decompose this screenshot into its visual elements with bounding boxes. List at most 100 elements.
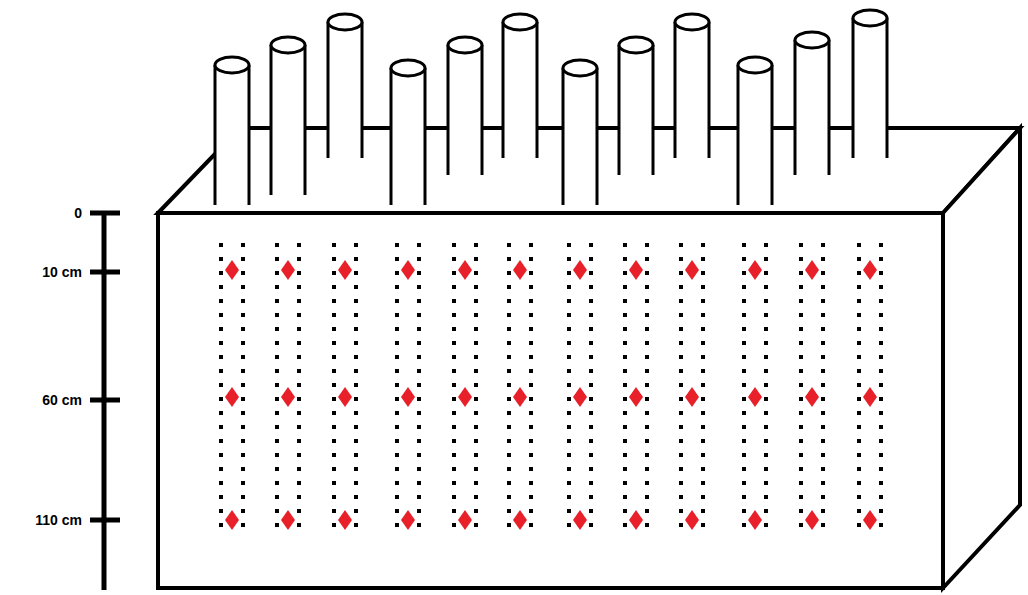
sensor-dot [567, 285, 571, 289]
sensor-dot [679, 523, 683, 527]
sensor-dot [857, 285, 861, 289]
tube-body [795, 40, 829, 175]
sensor-dot [332, 509, 336, 513]
sensor-dot [507, 243, 511, 247]
sensor-dot [395, 299, 399, 303]
sensor-dot [354, 439, 358, 443]
sensor-dot [679, 397, 683, 401]
sensor-dot [567, 299, 571, 303]
sensor-dot [529, 243, 533, 247]
sensor-dot [879, 509, 883, 513]
sample-point [685, 260, 699, 280]
sensor-dot [879, 411, 883, 415]
sensor-dot [297, 411, 301, 415]
sensor-dot [589, 243, 593, 247]
tube-body [503, 22, 537, 158]
tube-body [853, 18, 887, 158]
sensor-dot [275, 425, 279, 429]
sensor-dot [529, 271, 533, 275]
sensor-dot [645, 355, 649, 359]
sensor-dot [297, 327, 301, 331]
sensor-dot [395, 313, 399, 317]
sensor-dot [679, 313, 683, 317]
sensor-dot [332, 341, 336, 345]
tube-body [328, 22, 362, 158]
sensor-dot [567, 453, 571, 457]
sensor-dot [857, 313, 861, 317]
sensor-dot [857, 397, 861, 401]
sensor-dot [417, 285, 421, 289]
sensor-dot [219, 327, 223, 331]
sensor-dot [354, 257, 358, 261]
sensor-dot [354, 327, 358, 331]
sensor-dot [417, 467, 421, 471]
sensor-dot [799, 481, 803, 485]
sensor-dot [507, 481, 511, 485]
sensor-dot [417, 341, 421, 345]
sensor-dot [474, 313, 478, 317]
sensor-dot [645, 523, 649, 527]
sensor-dot [701, 495, 705, 499]
sensor-dot [701, 369, 705, 373]
sensor-dot [241, 453, 245, 457]
sensor-dot [417, 313, 421, 317]
sensor-dot [821, 397, 825, 401]
sensor-dot [219, 271, 223, 275]
sensor-dot [623, 327, 627, 331]
sample-point [513, 260, 527, 280]
sensor-dot [857, 509, 861, 513]
sensor-dot [507, 341, 511, 345]
sensor-dot [507, 495, 511, 499]
sensor-dot [529, 313, 533, 317]
tube-opening [215, 57, 249, 73]
sensor-dot [821, 439, 825, 443]
sensor-dot [529, 481, 533, 485]
sensor-dot [701, 411, 705, 415]
sample-point [685, 510, 699, 530]
sensor-dot [417, 257, 421, 261]
sensor-dot [742, 495, 746, 499]
tube-wall [562, 68, 565, 205]
sensor-dot [821, 383, 825, 387]
sensor-dot [567, 313, 571, 317]
sample-point [863, 510, 877, 530]
tube-body [271, 45, 305, 195]
tube-wall [447, 45, 450, 175]
sensor-dot [417, 481, 421, 485]
sensor-dot [452, 355, 456, 359]
sensor-dot [297, 523, 301, 527]
sensor-dot [799, 285, 803, 289]
sensor-dot [474, 453, 478, 457]
sensor-dot [474, 439, 478, 443]
tube-wall [828, 40, 831, 175]
sensor-dot [679, 243, 683, 247]
sensor-dot [417, 453, 421, 457]
sensor-dot [507, 453, 511, 457]
depth-label: 10 cm [42, 264, 82, 280]
sensor-dot [857, 257, 861, 261]
sensor-dot [529, 397, 533, 401]
sensor-dot [679, 271, 683, 275]
sensor-dot [219, 341, 223, 345]
sample-point [458, 387, 472, 407]
sensor-dot [474, 299, 478, 303]
sensor-dot [623, 257, 627, 261]
sample-point [401, 260, 415, 280]
sensor-dot [529, 509, 533, 513]
sensor-dot [354, 271, 358, 275]
sensor-dot [821, 327, 825, 331]
sensor-dot [589, 439, 593, 443]
sensor-dot [799, 495, 803, 499]
sensor-dot [879, 425, 883, 429]
sensor-dot [879, 397, 883, 401]
tube-wall [390, 68, 393, 205]
sensor-dot [567, 257, 571, 261]
sensor-dot [742, 327, 746, 331]
sample-point [513, 510, 527, 530]
sensor-dot [764, 327, 768, 331]
tube-opening [328, 14, 362, 30]
sensor-dot [645, 369, 649, 373]
sensor-dot [241, 285, 245, 289]
sensor-dot [474, 383, 478, 387]
sensor-dot [529, 257, 533, 261]
